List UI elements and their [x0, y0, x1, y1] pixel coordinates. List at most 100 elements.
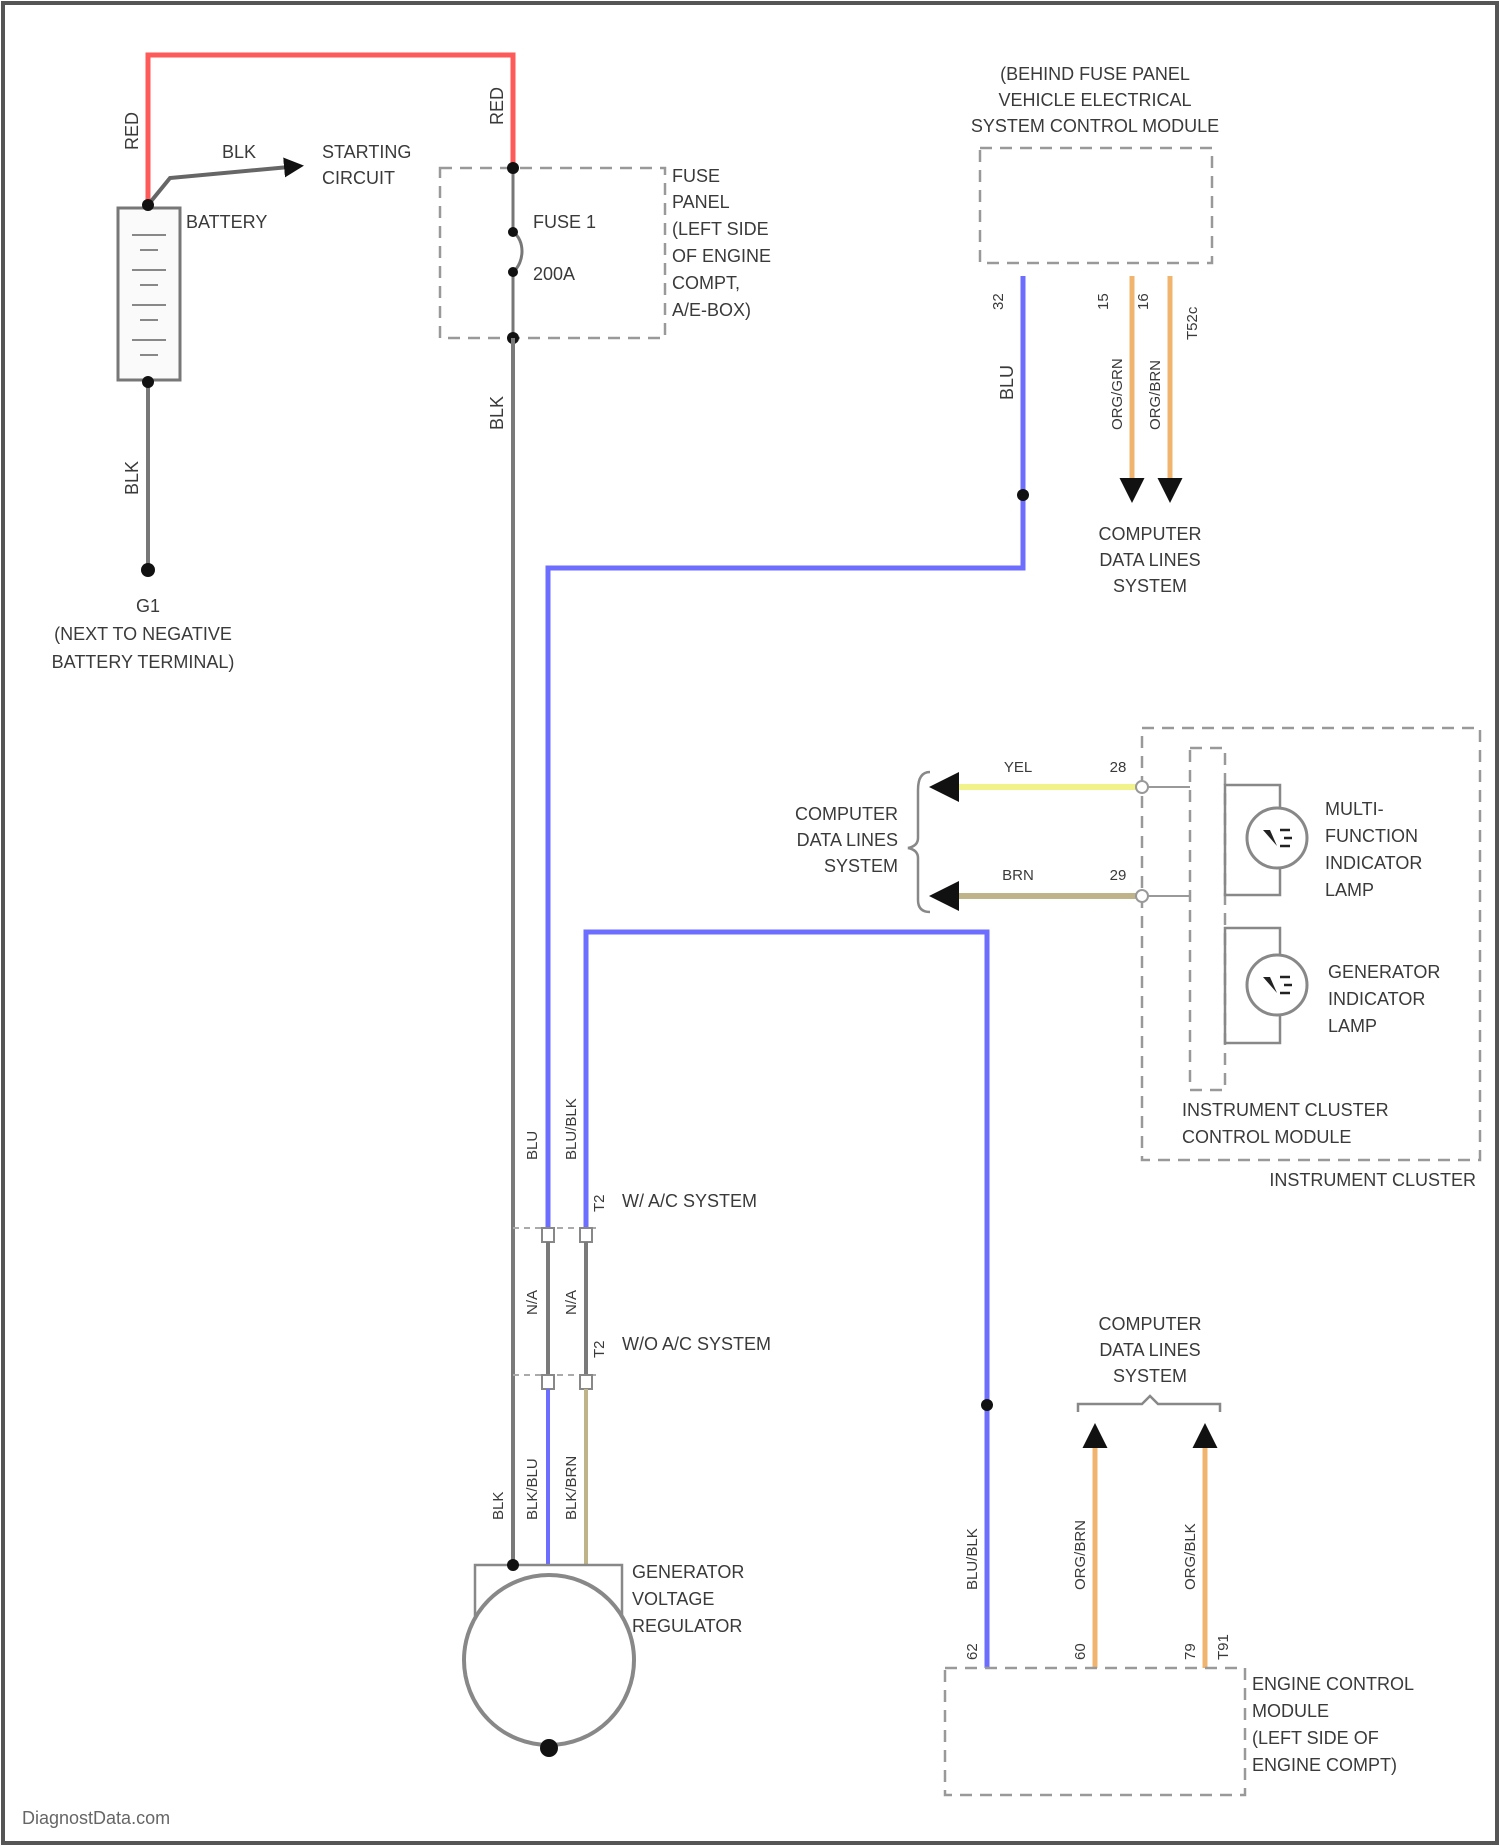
wire-label-red-fuse: RED: [487, 87, 507, 125]
generator-label-1: GENERATOR: [632, 1562, 744, 1582]
connector-1-label: T2: [591, 1194, 608, 1212]
ecm-box: [945, 1668, 1245, 1795]
ecm-section: COMPUTER DATA LINES SYSTEM BLU/BLK ORG/B…: [945, 1314, 1414, 1795]
cdl-ecm-1: COMPUTER: [1099, 1314, 1202, 1334]
wire-label-blk-starting: BLK: [222, 142, 256, 162]
diagram-border: [3, 3, 1497, 1843]
ground-point: [141, 563, 155, 577]
wire-label-blu-gen: BLU: [524, 1131, 541, 1160]
fuse-panel-label-2: PANEL: [672, 192, 730, 212]
ecm-label-4: ENGINE COMPT): [1252, 1755, 1397, 1775]
cdl-cluster-3: SYSTEM: [824, 856, 898, 876]
battery-label: BATTERY: [186, 212, 267, 232]
cdl-cluster-1: COMPUTER: [795, 804, 898, 824]
fuse-symbol: [513, 232, 522, 272]
generator-icon: [464, 1575, 634, 1745]
wire-label-bottom-2: BLK/BRN: [563, 1456, 580, 1520]
wire-label-brn: BRN: [1002, 867, 1034, 884]
vehicle-module-label-2: VEHICLE ELECTRICAL: [998, 90, 1191, 110]
generator-label-3: REGULATOR: [632, 1616, 742, 1636]
pin-vehicle-blu: 32: [990, 293, 1007, 310]
ecm-label-3: (LEFT SIDE OF: [1252, 1728, 1379, 1748]
pin-ecm-d: T91: [1215, 1634, 1232, 1660]
wire-label-blk-gen: BLK: [490, 1492, 507, 1520]
fuse-panel-label-4: OF ENGINE: [672, 246, 771, 266]
instrument-cluster-outer-box: [1142, 728, 1480, 1160]
mfi-label-2: FUNCTION: [1325, 826, 1418, 846]
starting-circuit-line1: STARTING: [322, 142, 411, 162]
fuse-panel-label-6: A/E-BOX): [672, 300, 751, 320]
wire-label-blu-vehicle: BLU: [997, 365, 1017, 400]
multifunction-lamp-icon: [1247, 808, 1307, 868]
wire-label-org-blk-ecm: ORG/BLK: [1182, 1523, 1199, 1590]
gen-lamp-label-2: INDICATOR: [1328, 989, 1425, 1009]
pin-yel: 28: [1110, 759, 1127, 776]
mfi-label-3: INDICATOR: [1325, 853, 1422, 873]
instrument-cluster-section: COMPUTER DATA LINES SYSTEM YEL 28 BRN 29…: [795, 728, 1480, 1190]
ground-label-line1: G1: [136, 596, 160, 616]
blu-wire-vehicle-module: [548, 276, 1023, 1228]
cdl-vehicle-3: SYSTEM: [1113, 576, 1187, 596]
with-ac-label: W/ A/C SYSTEM: [622, 1191, 757, 1211]
fuse-rating: 200A: [533, 264, 575, 284]
fuse-name: FUSE 1: [533, 212, 596, 232]
mfi-label-1: MULTI-: [1325, 799, 1384, 819]
ecm-label-2: MODULE: [1252, 1701, 1329, 1721]
mfi-label-4: LAMP: [1325, 880, 1374, 900]
fuse-panel-label-5: COMPT,: [672, 273, 740, 293]
ground-label-line3: BATTERY TERMINAL): [52, 652, 235, 672]
ground-label-line2: (NEXT TO NEGATIVE: [54, 624, 232, 644]
pin-ecm-c: 79: [1182, 1643, 1199, 1660]
wire-label-org-brn-ecm: ORG/BRN: [1072, 1520, 1089, 1590]
pin-ecm-b: 60: [1072, 1643, 1089, 1660]
gen-lamp-label-1: GENERATOR: [1328, 962, 1440, 982]
instrument-cluster-module-box: [1190, 748, 1225, 1090]
generator-label-2: VOLTAGE: [632, 1589, 714, 1609]
wire-label-blu-blk-ecm: BLU/BLK: [964, 1528, 981, 1590]
blu-blk-wire-cluster: [586, 932, 987, 1668]
n-a-label-1: N/A: [524, 1290, 541, 1315]
pin-vehicle-2: 16: [1135, 293, 1152, 310]
fuse-panel-label-1: FUSE: [672, 166, 720, 186]
fuse-panel-label-3: (LEFT SIDE: [672, 219, 769, 239]
fuse-panel-box: [440, 168, 665, 338]
pin-vehicle-3: T52c: [1184, 306, 1201, 340]
wire-label-blk-fuse: BLK: [487, 396, 507, 430]
wire-label-bottom-1: BLK/BLU: [524, 1458, 541, 1520]
cdl-cluster-brace: [908, 772, 930, 912]
cdl-cluster-2: DATA LINES: [797, 830, 898, 850]
vehicle-module-label-3: SYSTEM CONTROL MODULE: [971, 116, 1219, 136]
footer-watermark: DiagnostData.com: [22, 1808, 170, 1828]
gen-lamp-label-3: LAMP: [1328, 1016, 1377, 1036]
connector-2-label: T2: [591, 1340, 608, 1358]
vehicle-module-label-1: (BEHIND FUSE PANEL: [1000, 64, 1190, 84]
wire-label-yel: YEL: [1004, 759, 1032, 776]
generator-harness: BLU BLU/BLK T2 W/ A/C SYSTEM N/A N/A T2 …: [464, 932, 993, 1757]
wire-label-blk-ground: BLK: [122, 461, 142, 495]
pin-vehicle-1: 15: [1095, 293, 1112, 310]
battery-section: BATTERY RED RED BLK STARTING CIRCUIT BLK…: [52, 55, 513, 672]
cdl-vehicle-1: COMPUTER: [1099, 524, 1202, 544]
cluster-outer-label: INSTRUMENT CLUSTER: [1269, 1170, 1476, 1190]
cdl-ecm-3: SYSTEM: [1113, 1366, 1187, 1386]
pin-brn: 29: [1110, 867, 1127, 884]
cluster-module-label-2: CONTROL MODULE: [1182, 1127, 1351, 1147]
cdl-vehicle-2: DATA LINES: [1099, 550, 1200, 570]
wire-label-org-grn: ORG/GRN: [1109, 358, 1126, 430]
generator-lamp-icon: [1247, 955, 1307, 1015]
vehicle-module-box: [980, 148, 1212, 263]
n-a-label-2: N/A: [563, 1290, 580, 1315]
starting-circuit-line2: CIRCUIT: [322, 168, 395, 188]
wire-label-blu-blk-gen: BLU/BLK: [563, 1098, 580, 1160]
cdl-ecm-brace: [1078, 1396, 1220, 1412]
wire-label-org-brn-vehicle: ORG/BRN: [1147, 360, 1164, 430]
cluster-module-label-1: INSTRUMENT CLUSTER: [1182, 1100, 1389, 1120]
blk-wire-to-starting: [148, 166, 300, 205]
pin-ecm-a: 62: [964, 1643, 981, 1660]
vehicle-module-section: (BEHIND FUSE PANEL VEHICLE ELECTRICAL SY…: [548, 64, 1219, 1228]
ecm-label-1: ENGINE CONTROL: [1252, 1674, 1414, 1694]
cdl-ecm-2: DATA LINES: [1099, 1340, 1200, 1360]
without-ac-label: W/O A/C SYSTEM: [622, 1334, 771, 1354]
wire-label-red-battery: RED: [122, 112, 142, 150]
